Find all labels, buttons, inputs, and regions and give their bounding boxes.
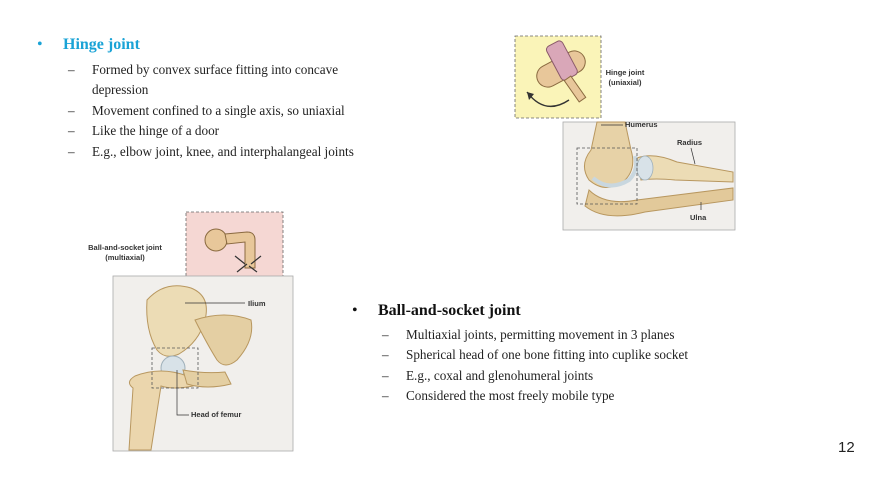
femur-head-leader — [176, 370, 189, 416]
ball-socket-model-inset — [185, 211, 284, 283]
list-item-text: E.g., coxal and glenohumeral joints — [406, 367, 594, 383]
hinge-joint-heading: Hinge joint — [63, 36, 140, 53]
list-item-text: Like the hinge of a door — [92, 123, 220, 139]
list-item-text: Considered the most freely mobile type — [406, 388, 615, 404]
list-item: – Movement confined to a single axis, so… — [68, 101, 388, 121]
dash-marker: – — [382, 367, 389, 383]
pelvis-femur-illustration — [128, 285, 253, 451]
list-item: – Spherical head of one bone fitting int… — [382, 345, 822, 365]
dash-marker: – — [382, 327, 389, 342]
hinge-joint-figure-label: Hinge joint — [606, 68, 645, 77]
ball-and-socket-list: – Multiaxial joints, permitting movement… — [382, 325, 822, 407]
list-item-text: Formed by convex surface fitting into co… — [92, 62, 339, 98]
hinge-bullet-dot: • — [37, 36, 43, 53]
dash-marker: – — [382, 388, 389, 404]
list-item: – Like the hinge of a door — [68, 121, 388, 141]
list-item-text: Spherical head of one bone fitting into … — [406, 347, 688, 363]
ball-socket-model-icon — [204, 228, 262, 273]
dash-marker: – — [68, 62, 75, 77]
list-item: – Considered the most freely mobile type — [382, 386, 822, 406]
list-item-text: Multiaxial joints, permitting movement i… — [406, 327, 675, 342]
dash-marker: – — [382, 347, 389, 363]
list-item-text: E.g., elbow joint, knee, and interphalan… — [92, 143, 354, 159]
joint-highlight-box — [151, 347, 199, 389]
dash-marker: – — [68, 123, 75, 139]
ball-and-socket-heading: Ball-and-socket joint — [378, 302, 521, 319]
head-of-femur-label: Head of femur — [191, 410, 242, 419]
radius-label: Radius — [677, 138, 702, 147]
hip-ball-and-socket-figure: Ball-and-socket joint (multiaxial) Ilium… — [88, 211, 294, 452]
humerus-label: Humerus — [625, 120, 658, 129]
ball-socket-figure-label: Ball-and-socket joint — [88, 243, 162, 252]
elbow-bones-illustration — [584, 121, 734, 217]
elbow-hinge-figure: Hinge joint (uniaxial) Humerus Radius Ul… — [514, 35, 736, 231]
hinge-joint-list: – Formed by convex surface fitting into … — [68, 60, 388, 162]
dash-marker: – — [68, 143, 75, 159]
list-item: – Multiaxial joints, permitting movement… — [382, 325, 822, 345]
list-item-text: Movement confined to a single axis, so u… — [92, 102, 345, 118]
joint-highlight-box — [576, 147, 638, 205]
page-number: 12 — [838, 439, 855, 456]
hinge-model-icon — [526, 40, 587, 108]
list-item: – E.g., coxal and glenohumeral joints — [382, 366, 822, 386]
uniaxial-figure-label: (uniaxial) — [609, 78, 642, 87]
radius-leader — [690, 147, 696, 165]
ilium-label: Ilium — [248, 299, 266, 308]
list-item: – E.g., elbow joint, knee, and interphal… — [68, 142, 388, 162]
ulna-label: Ulna — [690, 213, 707, 222]
list-item: – Formed by convex surface fitting into … — [68, 60, 388, 101]
ball-bullet-dot: • — [352, 302, 358, 319]
multiaxial-figure-label: (multiaxial) — [105, 253, 145, 262]
dash-marker: – — [68, 102, 75, 118]
